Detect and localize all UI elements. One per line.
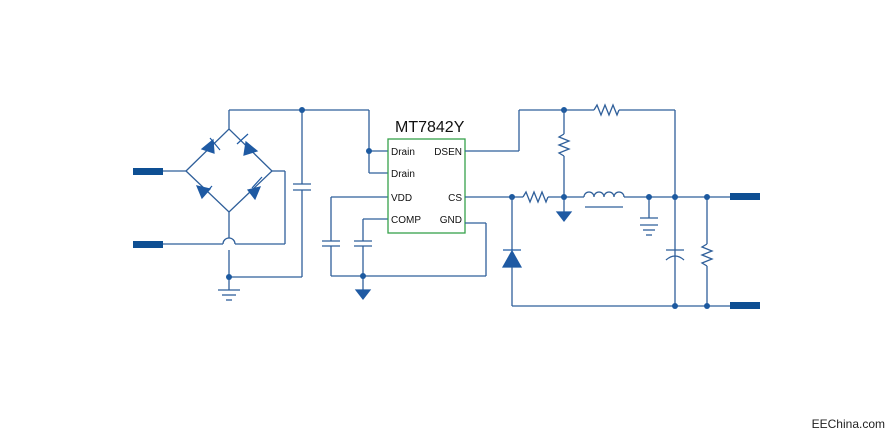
vdd-comp-network	[322, 196, 468, 290]
pin-label-comp: COMP	[391, 215, 421, 226]
gnd-pin-wiring	[465, 222, 487, 277]
drain-wiring	[368, 110, 388, 174]
junction-dot	[561, 194, 567, 200]
pin-label-vdd: VDD	[391, 193, 412, 204]
bridge-diode-bottom-left	[195, 185, 213, 200]
pin-label-gnd: GND	[440, 215, 462, 226]
ic-body	[387, 138, 466, 234]
pin-label-cs: CS	[448, 193, 462, 204]
pin-label-drain-2: Drain	[391, 169, 415, 180]
controller-ic: MT7842Y Drain Drain VDD COMP DSEN CS GND	[387, 119, 466, 234]
ic-part-number: MT7842Y	[395, 119, 465, 136]
ground-symbol-left	[218, 289, 240, 301]
ac-input-terminal-top	[133, 168, 163, 175]
junction-dot	[226, 274, 232, 280]
bridge-diode-bottom-right	[246, 176, 263, 201]
output-terminal-negative	[730, 302, 760, 309]
output-load-resistor	[700, 197, 714, 306]
junction-dot	[366, 148, 372, 154]
input-bulk-capacitor	[293, 110, 311, 277]
junction-dot	[646, 194, 652, 200]
dsen-wiring	[465, 103, 676, 306]
ac-input-terminal-bottom	[133, 241, 163, 248]
junction-dot	[360, 273, 366, 279]
pin-label-drain-1: Drain	[391, 147, 415, 158]
ground-arrow-sense	[555, 211, 573, 222]
dsen-divider-resistor	[557, 110, 571, 212]
ground-arrow-comp	[354, 289, 372, 300]
watermark: EEChina.com	[812, 417, 885, 431]
bridge-diode-top-right	[236, 133, 259, 156]
junction-dot	[299, 107, 305, 113]
junction-dot	[672, 303, 678, 309]
junction-dot	[704, 303, 710, 309]
bridge-diode-top-left	[200, 137, 221, 154]
pin-label-dsen: DSEN	[434, 147, 462, 158]
output-terminal-positive	[730, 193, 760, 200]
freewheel-diode	[501, 197, 760, 307]
output-capacitor	[665, 249, 685, 261]
junction-dot	[672, 194, 678, 200]
bridge-rectifier-wiring	[163, 109, 369, 290]
filter-capacitor-small	[640, 197, 658, 236]
junction-dot	[704, 194, 710, 200]
